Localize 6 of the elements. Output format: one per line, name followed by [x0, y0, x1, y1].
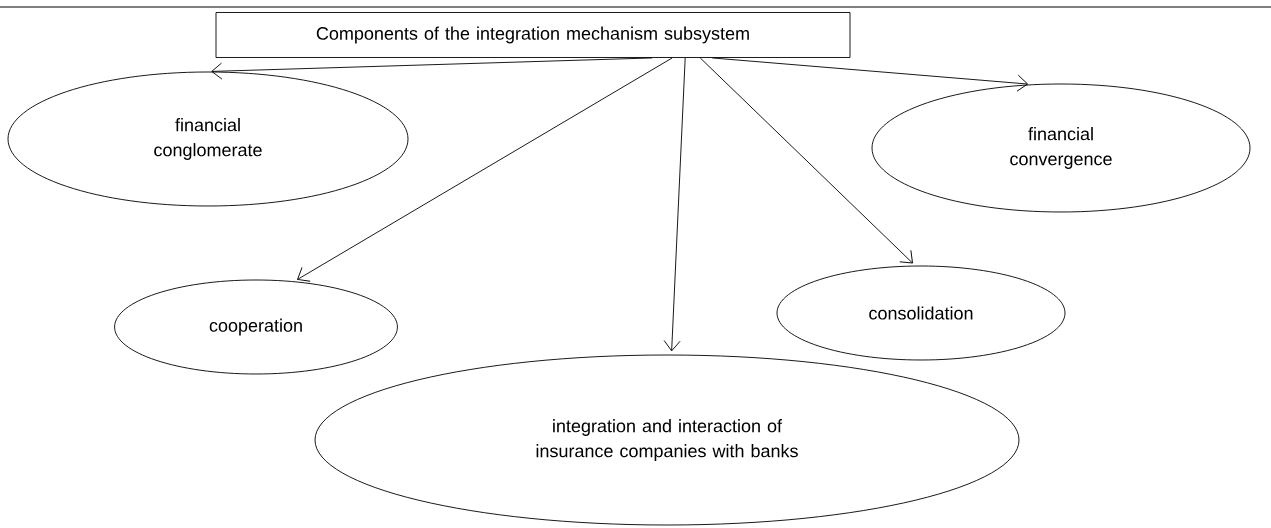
arrow [711, 57, 1029, 92]
arrow [297, 57, 673, 282]
arrow [211, 57, 653, 80]
arrow [699, 57, 913, 264]
title-box: Components of the integration mechanism subsystem [215, 12, 851, 58]
arrow [663, 57, 686, 352]
